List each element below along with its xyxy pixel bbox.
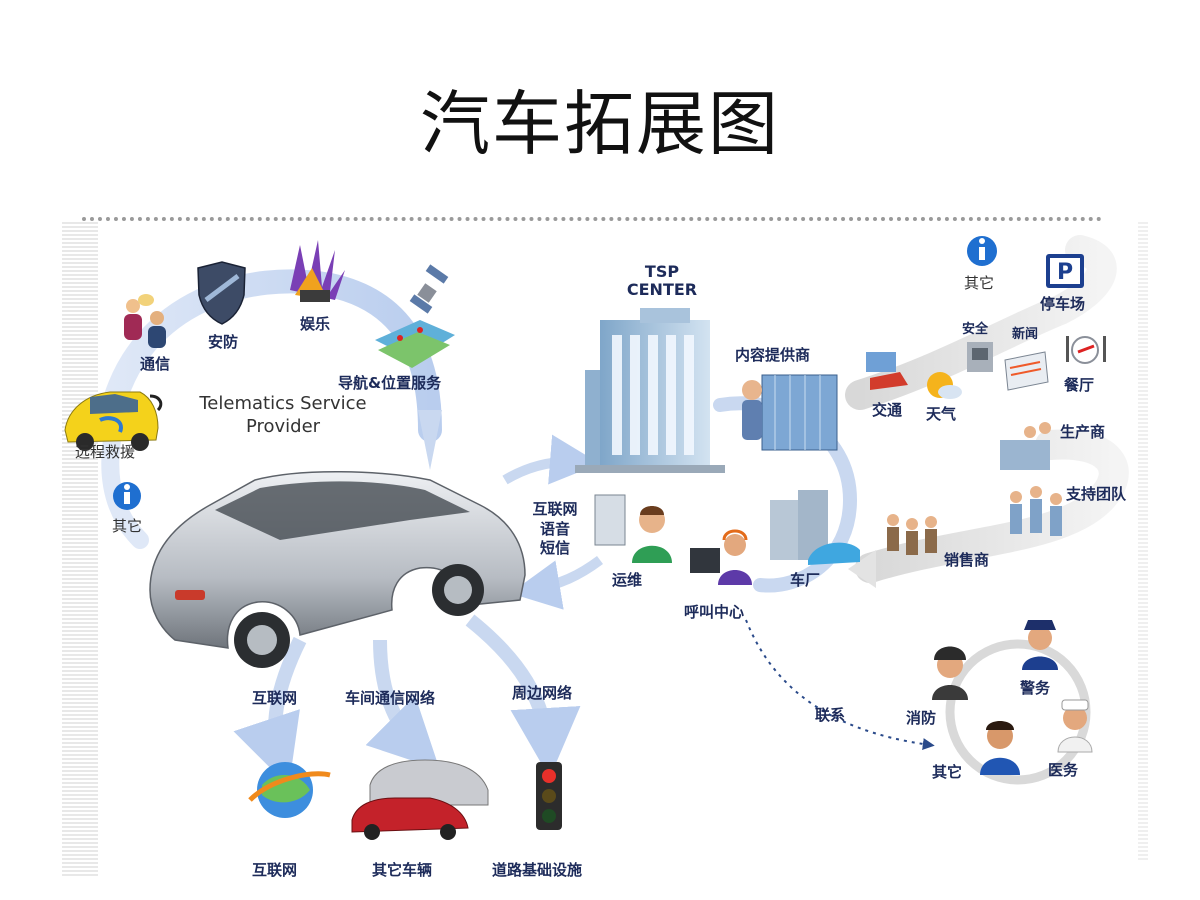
communication-people-icon <box>124 294 166 348</box>
label-neirong: 内容提供商 <box>735 346 811 364</box>
sellers-icon <box>887 514 937 555</box>
traffic-icon <box>866 352 908 390</box>
uplink-arrow <box>502 434 600 485</box>
car-link-internet: 互联网 <box>532 500 578 518</box>
tsp-center-line2: CENTER <box>626 279 698 299</box>
rescue-car-icon <box>64 391 163 451</box>
label-xiaoshou: 销售商 <box>944 551 990 569</box>
parking-icon: P <box>1046 254 1084 288</box>
main-car-icon <box>149 471 526 668</box>
map-icon <box>375 320 455 368</box>
label-tongxin: 通信 <box>140 355 171 373</box>
tsp-center-line1: TSP <box>644 262 680 281</box>
label-xiaofang: 消防 <box>906 709 937 727</box>
car-link-labels: 互联网 语音 短信 <box>525 500 585 559</box>
emergency-ring <box>945 639 1091 785</box>
label-lianxi: 联系 <box>815 706 846 724</box>
info-icon-left <box>113 482 141 510</box>
tsp-center-label: TSP CENTER <box>612 263 712 298</box>
shield-icon <box>197 261 246 325</box>
label-yiwu: 医务 <box>1048 761 1079 779</box>
info-icon-right <box>967 236 997 266</box>
industry-band-arrow <box>848 550 876 588</box>
label-jingwu: 警务 <box>1020 679 1051 697</box>
label-canting: 餐厅 <box>1064 376 1095 394</box>
other-vehicles-icon <box>351 759 489 840</box>
industry-band <box>855 429 1129 583</box>
operations-icon <box>594 494 672 563</box>
label-net1: 互联网 <box>252 689 298 707</box>
label-zhichi: 支持团队 <box>1066 485 1127 503</box>
restaurant-icon <box>1066 336 1106 364</box>
entertainment-icon <box>290 240 345 302</box>
weather-icon <box>927 372 962 399</box>
producer-icon <box>1000 422 1051 470</box>
label-daohang: 导航&位置服务 <box>338 374 442 392</box>
service-arc-arrow <box>418 410 442 470</box>
label-xinwen: 新闻 <box>1012 327 1039 342</box>
label-net3: 周边网络 <box>512 684 573 702</box>
label-hujiao: 呼叫中心 <box>684 603 745 621</box>
security-icon <box>967 342 993 372</box>
downlink-arrow <box>510 555 603 610</box>
label-chechang: 车厂 <box>790 571 821 589</box>
label-net2: 车间通信网络 <box>345 689 436 707</box>
satellite-icon <box>409 264 449 314</box>
internet-globe-icon <box>248 762 331 818</box>
car-link-sms: 短信 <box>539 539 570 557</box>
police-icon <box>1022 620 1058 670</box>
slide-title: 汽车拓展图 <box>420 83 780 165</box>
label-qita-left: 其它 <box>112 517 143 535</box>
label-other-vehicles: 其它车辆 <box>372 861 433 879</box>
support-team-icon <box>1010 486 1062 536</box>
label-yuancheng: 远程救援 <box>75 443 136 461</box>
label-tingche: 停车场 <box>1040 295 1086 313</box>
fan-arrow-infra <box>465 614 581 778</box>
svg-text:P: P <box>1057 260 1073 285</box>
factory-icon <box>770 490 860 565</box>
fan-arrow-vehicles <box>365 639 440 770</box>
content-provider-icon <box>742 374 838 451</box>
provider-line2: Provider <box>245 415 321 437</box>
firefighter-icon <box>932 646 968 700</box>
label-bottom-internet: 互联网 <box>252 861 298 879</box>
medical-icon <box>1057 699 1093 753</box>
label-road-infra: 道路基础设施 <box>492 861 583 879</box>
label-jiaotong: 交通 <box>872 401 903 419</box>
label-yule: 娱乐 <box>300 315 331 333</box>
call-center-icon <box>690 529 752 585</box>
label-shengchan: 生产商 <box>1060 423 1106 441</box>
right-stripe-decoration <box>1138 222 1148 862</box>
label-anfang: 安防 <box>208 333 239 351</box>
fan-arrow-internet <box>233 636 307 787</box>
label-emergency-qita: 其它 <box>932 763 963 781</box>
other-person-icon <box>980 721 1020 775</box>
provider-line1: Telematics Service <box>199 393 367 414</box>
news-icon <box>1004 351 1049 391</box>
label-yunwei: 运维 <box>612 571 643 589</box>
contact-dotted-line <box>745 619 935 750</box>
content-band <box>845 235 1117 410</box>
label-tianqi: 天气 <box>926 405 957 423</box>
provider-label: Telematics Service Provider <box>188 393 378 438</box>
label-anquan: 安全 <box>962 322 989 337</box>
car-link-voice: 语音 <box>539 519 570 538</box>
label-content-qita: 其它 <box>964 274 995 292</box>
tsp-building-icon <box>575 308 725 473</box>
traffic-light-icon <box>536 762 562 830</box>
left-stripe-decoration <box>62 222 98 878</box>
dotted-border <box>82 217 1102 221</box>
